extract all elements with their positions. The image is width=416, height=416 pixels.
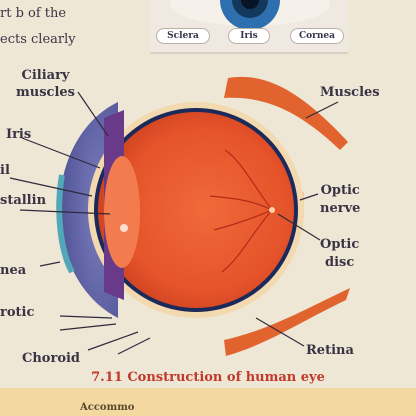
label-optic-disc: Optic disc (320, 237, 360, 271)
lower-eye-muscle (224, 288, 350, 356)
label-iris: Iris (6, 127, 32, 142)
eye-photo-inset: Sclera Iris Cornea (150, 0, 348, 54)
label-ciliary-muscles: Ciliary muscles (16, 68, 75, 100)
body-text-line-1: rt b of the (0, 6, 67, 21)
crystalline-lens (104, 156, 140, 268)
upper-eye-muscle (224, 76, 348, 150)
label-sclerotic-fragment: rotic (0, 305, 35, 320)
label-optic-nerve: Optic nerve (320, 183, 361, 217)
label-muscles: Muscles (320, 85, 380, 100)
label-crystalline-lens-fragment: stallin (0, 193, 47, 208)
label-pupil-fragment: il (0, 163, 10, 178)
optic-disc (269, 207, 275, 213)
vitreous-body (98, 112, 294, 308)
inset-label-iris: Iris (228, 28, 270, 44)
figure-caption: 7.11 Construction of human eye (91, 370, 325, 385)
label-retina: Retina (306, 343, 354, 358)
label-cornea-fragment: nea (0, 263, 27, 278)
label-pointers (9, 91, 339, 355)
next-figure-fragment: Accommo (80, 402, 135, 413)
retinal-vessels (209, 149, 273, 273)
body-text-line-2: ects clearly (0, 32, 76, 47)
next-figure-band (0, 388, 416, 416)
inset-label-sclera: Sclera (156, 28, 210, 44)
label-choroid: Choroid (22, 351, 81, 366)
inset-label-cornea: Cornea (290, 28, 344, 44)
